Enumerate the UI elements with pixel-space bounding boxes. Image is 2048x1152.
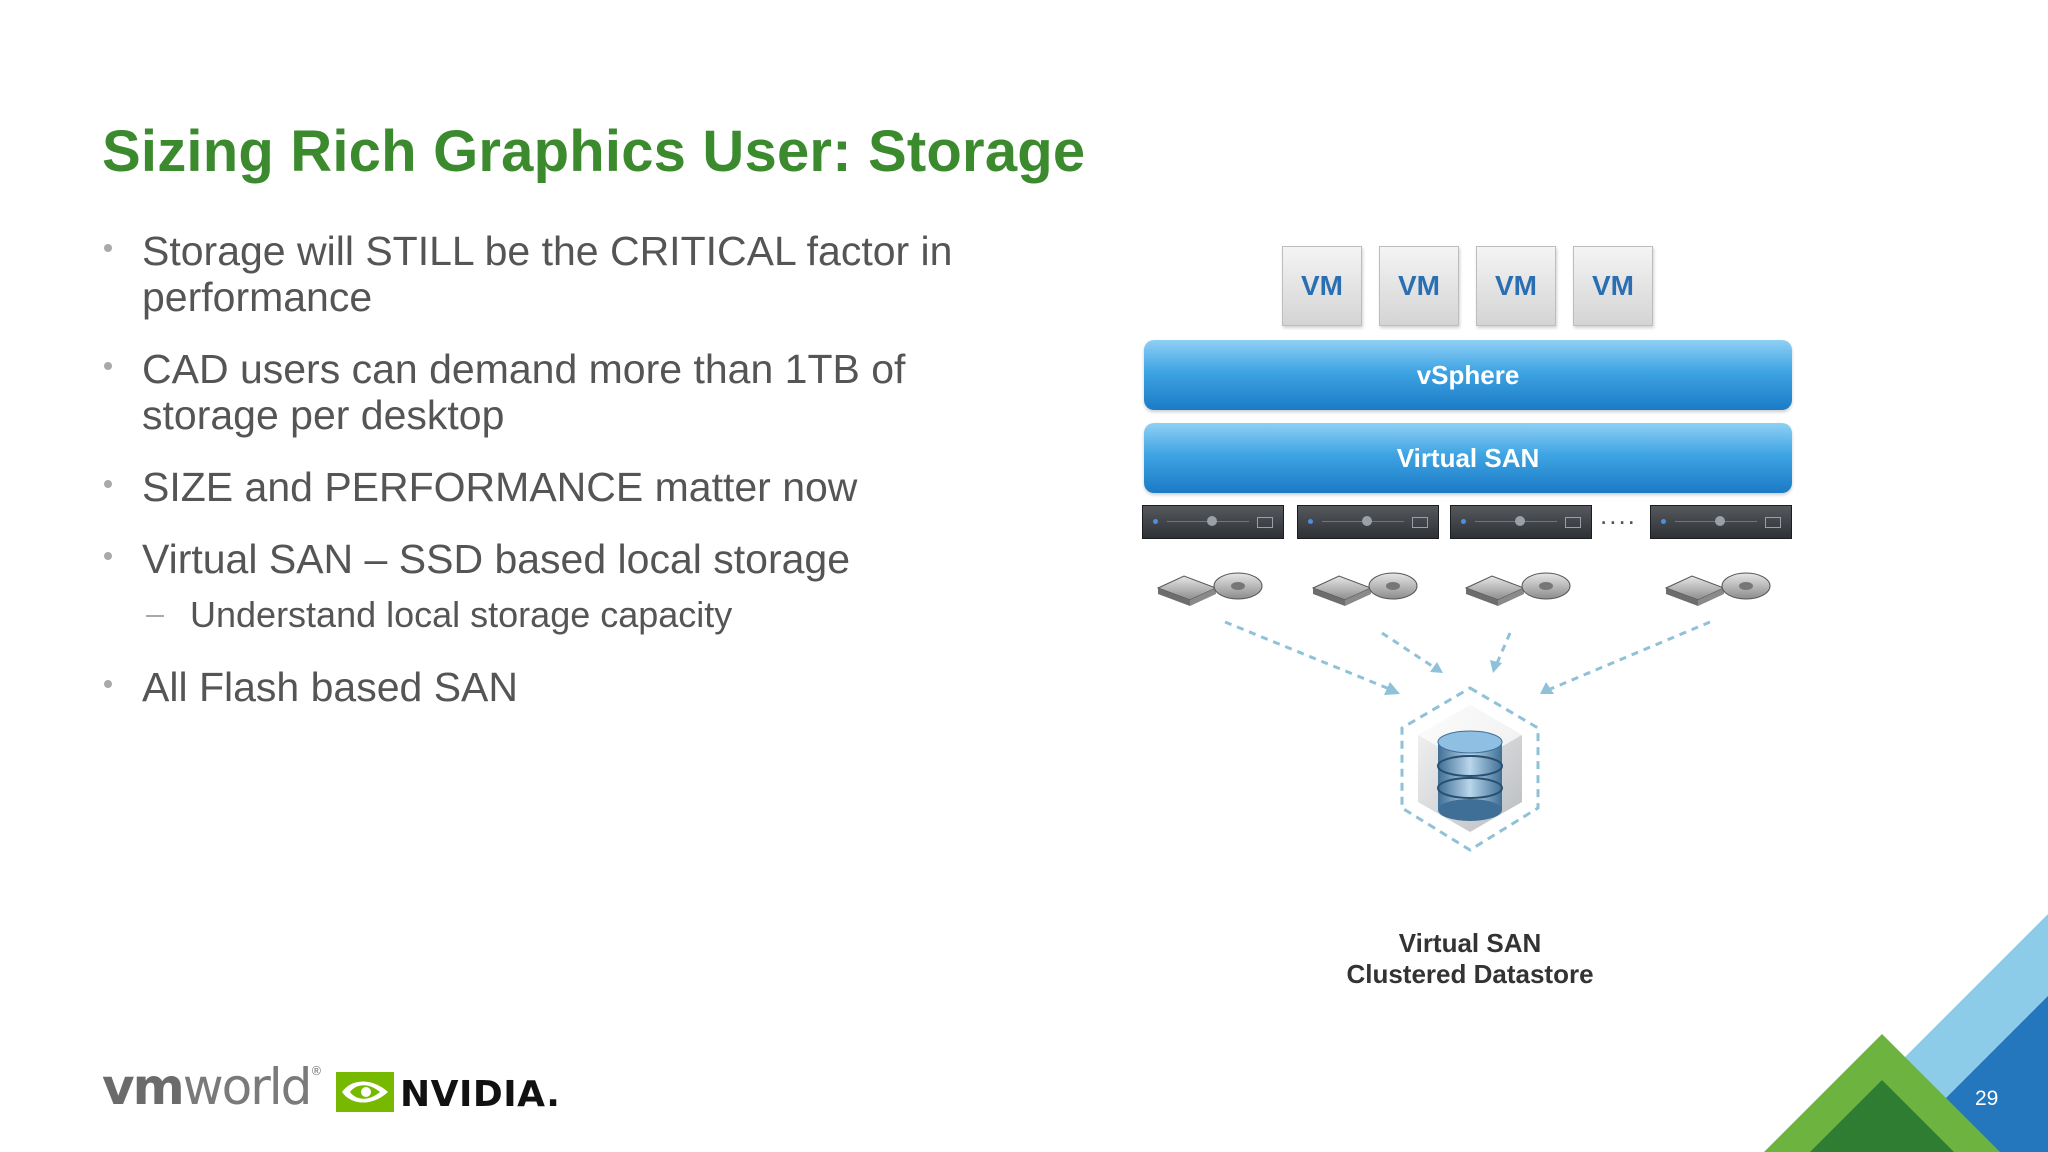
page-number: 29 <box>1975 1087 1999 1110</box>
server-unit <box>1650 505 1792 539</box>
vsphere-layer: vSphere <box>1144 340 1792 410</box>
disk-group-icon <box>1664 572 1771 606</box>
bullet-item: All Flash based SAN <box>102 664 1002 710</box>
bullet-text: SIZE and PERFORMANCE matter now <box>142 464 858 510</box>
bullet-dot <box>104 244 112 252</box>
vm-box: VM <box>1282 246 1362 326</box>
vm-label: VM <box>1398 270 1440 301</box>
data-flow-arrows <box>1224 620 1711 692</box>
bullet-dot <box>104 362 112 370</box>
bullet-list: Storage will STILL be the CRITICAL facto… <box>102 228 1002 736</box>
bullet-dot <box>104 680 112 688</box>
vm-label: VM <box>1495 270 1537 301</box>
server-unit <box>1297 505 1439 539</box>
vsan-architecture-diagram: VM VM VM VM vSphere Virtual SAN .... <box>1130 240 1810 1000</box>
vm-box: VM <box>1476 246 1556 326</box>
server-unit <box>1142 505 1284 539</box>
bullet-item: Virtual SAN – SSD based local storage <box>102 536 1002 582</box>
more-servers-ellipsis: .... <box>1600 500 1637 530</box>
nvidia-logo: NVIDIA. <box>400 1074 561 1115</box>
diagram-graphics <box>1156 572 1771 852</box>
virtual-san-layer: Virtual SAN <box>1144 423 1792 493</box>
bullet-text: Storage will STILL be the CRITICAL facto… <box>142 228 953 320</box>
disk-group-icon <box>1464 572 1571 606</box>
datastore-label: Virtual SAN Clustered Datastore <box>1230 928 1710 990</box>
vmworld-logo: vmworld® <box>102 1058 323 1116</box>
sub-bullet-dash <box>146 615 164 617</box>
bullet-text: All Flash based SAN <box>142 664 519 710</box>
disk-group-icon <box>1156 572 1263 606</box>
virtual-san-label: Virtual SAN <box>1396 442 1540 473</box>
datastore-label-line1: Virtual SAN <box>1398 928 1542 958</box>
vsphere-label: vSphere <box>1416 359 1520 390</box>
bullet-text: CAD users can demand more than 1TB of st… <box>142 346 906 438</box>
vm-label: VM <box>1592 270 1634 301</box>
vm-box: VM <box>1379 246 1459 326</box>
disk-group-icon <box>1311 572 1418 606</box>
sub-bullet-text: Understand local storage capacity <box>190 594 733 635</box>
bullet-dot <box>104 552 112 560</box>
bullet-dot <box>104 480 112 488</box>
vm-label: VM <box>1301 270 1343 301</box>
bullet-item: SIZE and PERFORMANCE matter now <box>102 464 1002 510</box>
bullet-item: CAD users can demand more than 1TB of st… <box>102 346 1002 438</box>
datastore-label-line2: Clustered Datastore <box>1346 959 1594 989</box>
bullet-text: Virtual SAN – SSD based local storage <box>142 536 851 582</box>
bullet-item: Storage will STILL be the CRITICAL facto… <box>102 228 1002 320</box>
server-unit <box>1450 505 1592 539</box>
arrowheads <box>1384 660 1554 695</box>
sub-bullet-item: Understand local storage capacity <box>102 594 1002 636</box>
datastore-icon <box>1400 686 1540 852</box>
slide-title: Sizing Rich Graphics User: Storage <box>102 119 1086 184</box>
vm-box: VM <box>1573 246 1653 326</box>
nvidia-eye-icon <box>336 1072 394 1112</box>
